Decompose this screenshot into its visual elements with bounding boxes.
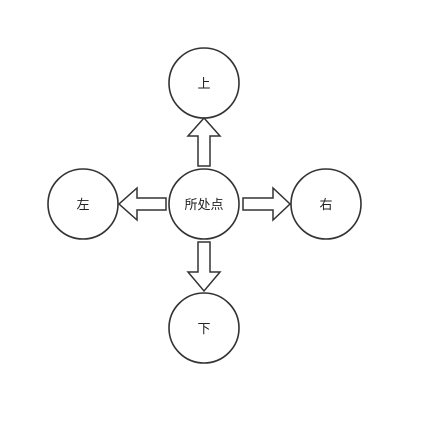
down-label: 下 (197, 322, 210, 337)
arrow-right (242, 186, 292, 222)
right-label: 右 (319, 198, 332, 213)
left-label: 左 (76, 198, 89, 213)
arrow-down (186, 241, 222, 293)
center-node (168, 168, 240, 240)
up-label: 上 (197, 77, 210, 92)
arrow-up (186, 116, 222, 167)
arrow-left (117, 186, 167, 222)
center-label: 所处点 (184, 198, 223, 213)
down-node (168, 292, 240, 364)
